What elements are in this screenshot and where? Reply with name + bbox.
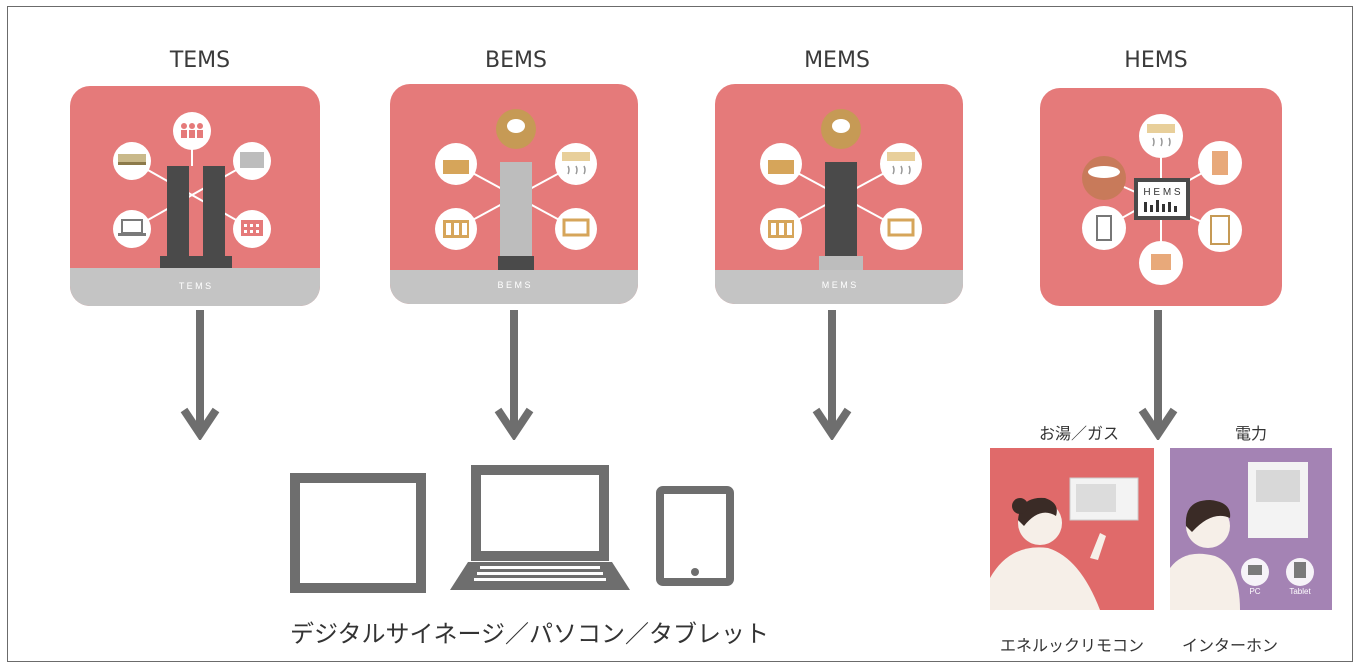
mems-base-label: M E M S — [822, 280, 857, 290]
power-top-label: 電力 — [1234, 424, 1267, 443]
pc-label: PC — [1249, 587, 1260, 596]
mems-title: MEMS — [804, 48, 870, 73]
mems-arrow — [812, 310, 852, 440]
hems-arrow — [1138, 310, 1178, 440]
tablet-label: Tablet — [1289, 587, 1311, 596]
hems-card: H E M S — [1040, 88, 1282, 306]
tems-base-label: T E M S — [179, 281, 211, 291]
hems-node-outlet-icon — [1198, 141, 1242, 185]
hems-node-solar-icon — [1139, 241, 1183, 285]
output-devices — [290, 465, 734, 593]
tems-node-building-icon — [233, 210, 271, 248]
signage-icon — [290, 473, 426, 593]
gas-top-label: お湯／ガス — [1038, 424, 1119, 443]
bems-node-aircon-icon — [555, 143, 597, 185]
bems-base-label: B E M S — [497, 280, 530, 290]
bems-node-light-icon — [496, 109, 536, 149]
mems-node-room-icon — [760, 143, 802, 185]
tems-node-panel-icon — [233, 142, 271, 180]
mems-node-monitor-icon — [880, 208, 922, 250]
diagram-frame — [7, 6, 1353, 662]
tems-node-ceiling-icon — [113, 142, 151, 180]
bems-node-locker-icon — [435, 208, 477, 250]
mems-node-aircon-icon — [880, 143, 922, 185]
tems-node-people-icon — [173, 112, 211, 150]
bems-node-room-icon — [435, 143, 477, 185]
remote-control-label: エネルックリモコン — [999, 636, 1144, 655]
hems-title: HEMS — [1124, 48, 1188, 73]
mems-node-locker-icon — [760, 208, 802, 250]
tablet-icon — [656, 486, 734, 586]
hems-node-fridge-icon — [1198, 208, 1242, 252]
tems-node-laptop-icon — [113, 210, 151, 248]
tems-title: TEMS — [169, 48, 231, 73]
hems-monitor-label: H E M S — [1143, 187, 1181, 198]
hems-monitor-icon: H E M S — [1134, 178, 1190, 220]
laptop-icon — [450, 465, 630, 590]
bems-card: B E M S — [390, 84, 638, 304]
mems-card: M E M S — [715, 84, 963, 304]
remote-control-photo — [990, 448, 1154, 610]
hems-node-rice-cooker-icon — [1082, 156, 1126, 200]
bems-node-monitor-icon — [555, 208, 597, 250]
bems-arrow — [494, 310, 534, 440]
devices-caption: デジタルサイネージ／パソコン／タブレット — [290, 620, 770, 648]
hems-node-aircon-icon — [1139, 114, 1183, 158]
tems-card: T E M S — [70, 86, 320, 306]
bems-title: BEMS — [485, 48, 547, 73]
intercom-label: インターホン — [1181, 636, 1278, 655]
hems-node-battery-icon — [1082, 206, 1126, 250]
tems-arrow — [180, 310, 220, 440]
mems-node-light-icon — [821, 109, 861, 149]
intercom-photo: PC Tablet — [1170, 448, 1332, 610]
